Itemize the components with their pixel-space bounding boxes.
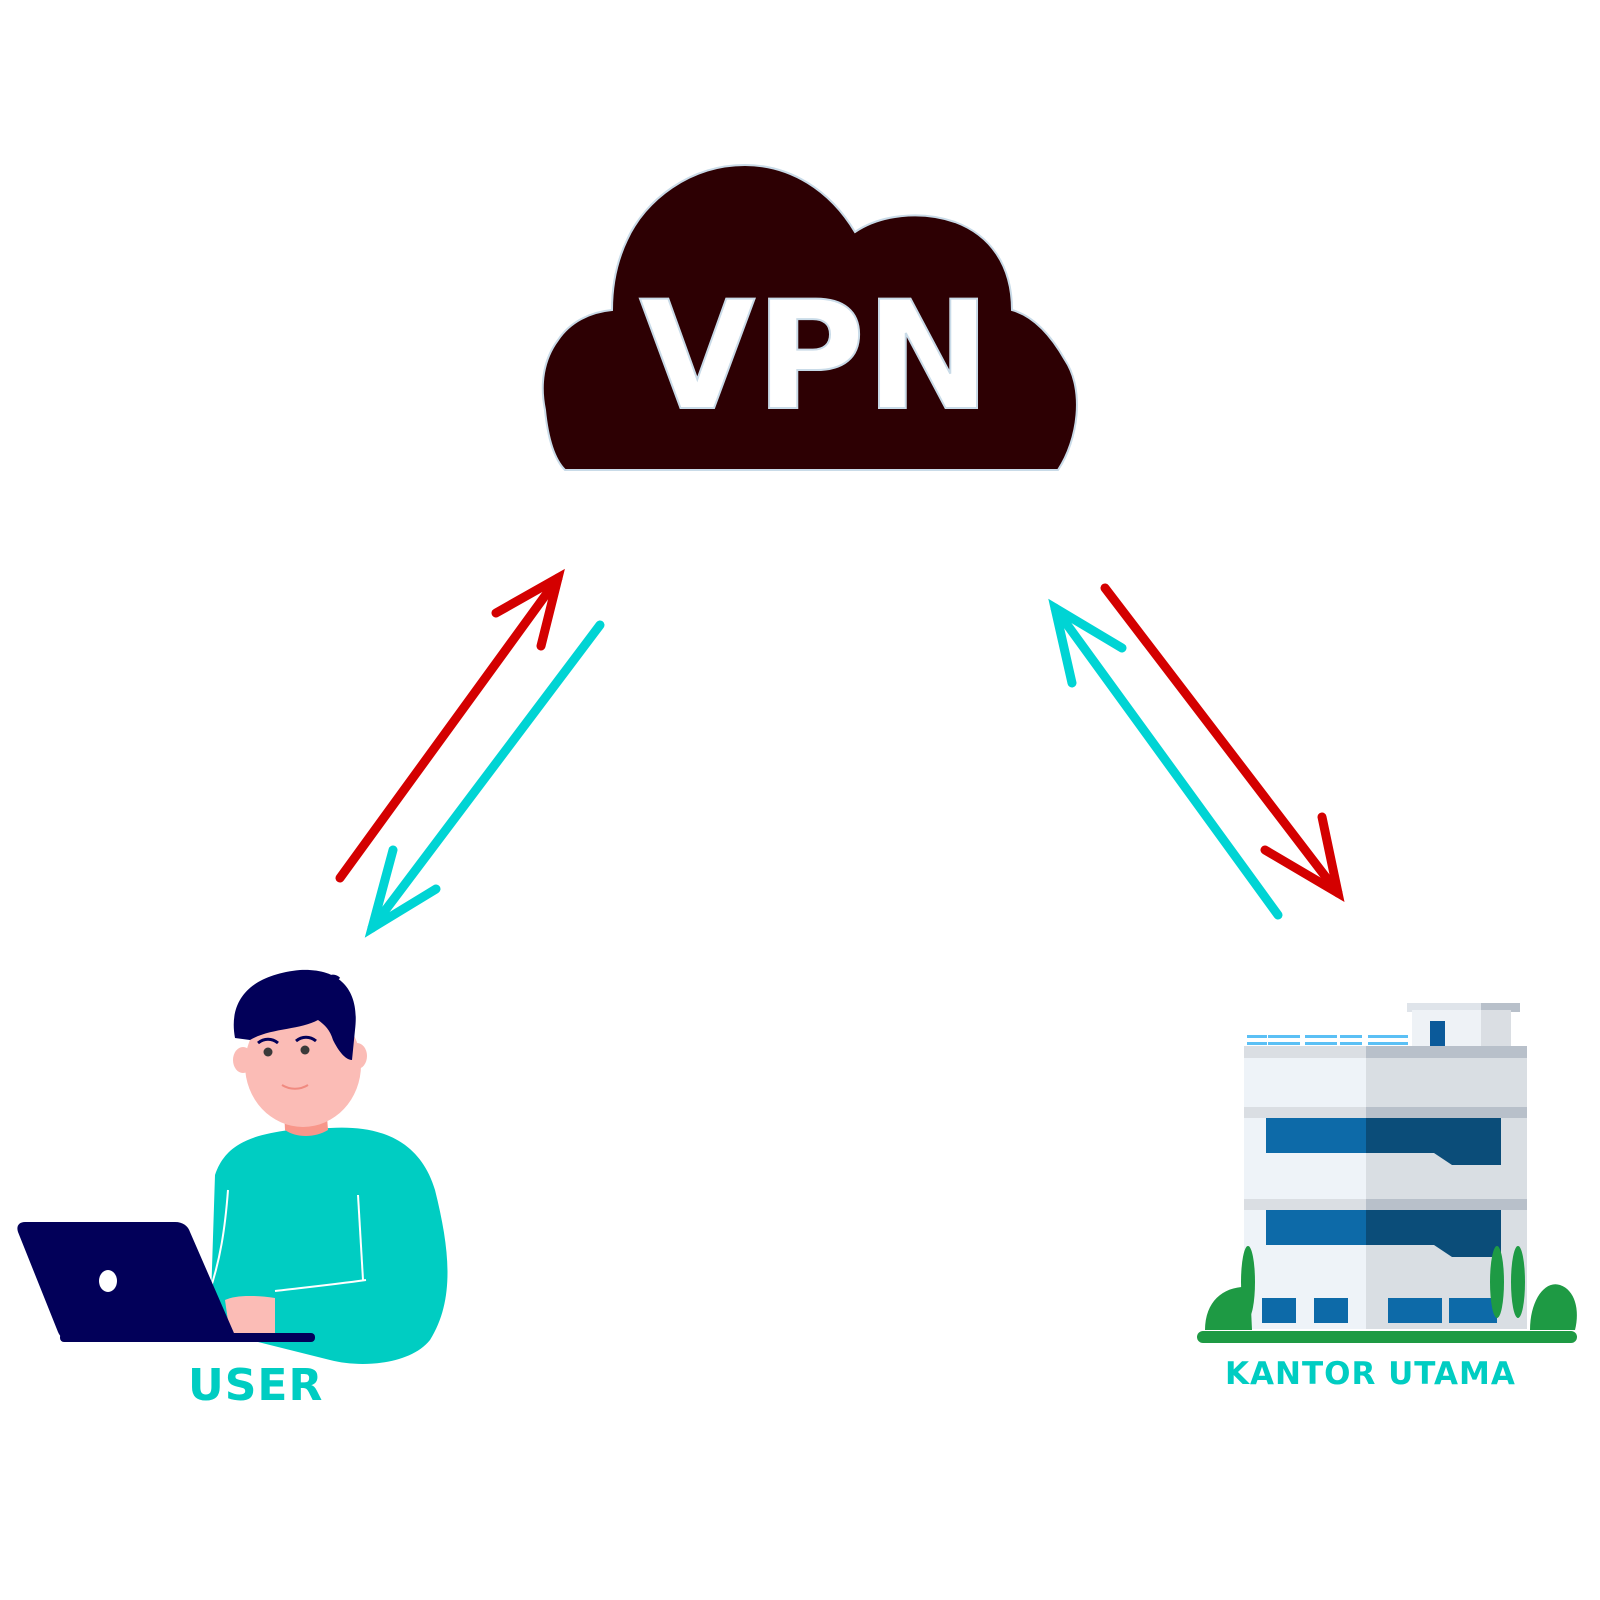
vpn-label: VPN <box>639 270 991 444</box>
edge-hq-to-vpn <box>1048 598 1283 920</box>
kantor-utama-label: KANTOR UTAMA <box>1225 1356 1516 1392</box>
edge-user-to-vpn <box>335 568 565 883</box>
person-with-laptop-icon <box>17 969 448 1364</box>
edge-vpn-to-user <box>364 620 605 938</box>
cloud-icon <box>541 163 1078 471</box>
vpn-cloud: VPN <box>541 163 1078 471</box>
office-building-icon <box>1197 1003 1577 1343</box>
user-label: USER <box>188 1360 324 1411</box>
edge-vpn-to-hq <box>1100 583 1345 903</box>
